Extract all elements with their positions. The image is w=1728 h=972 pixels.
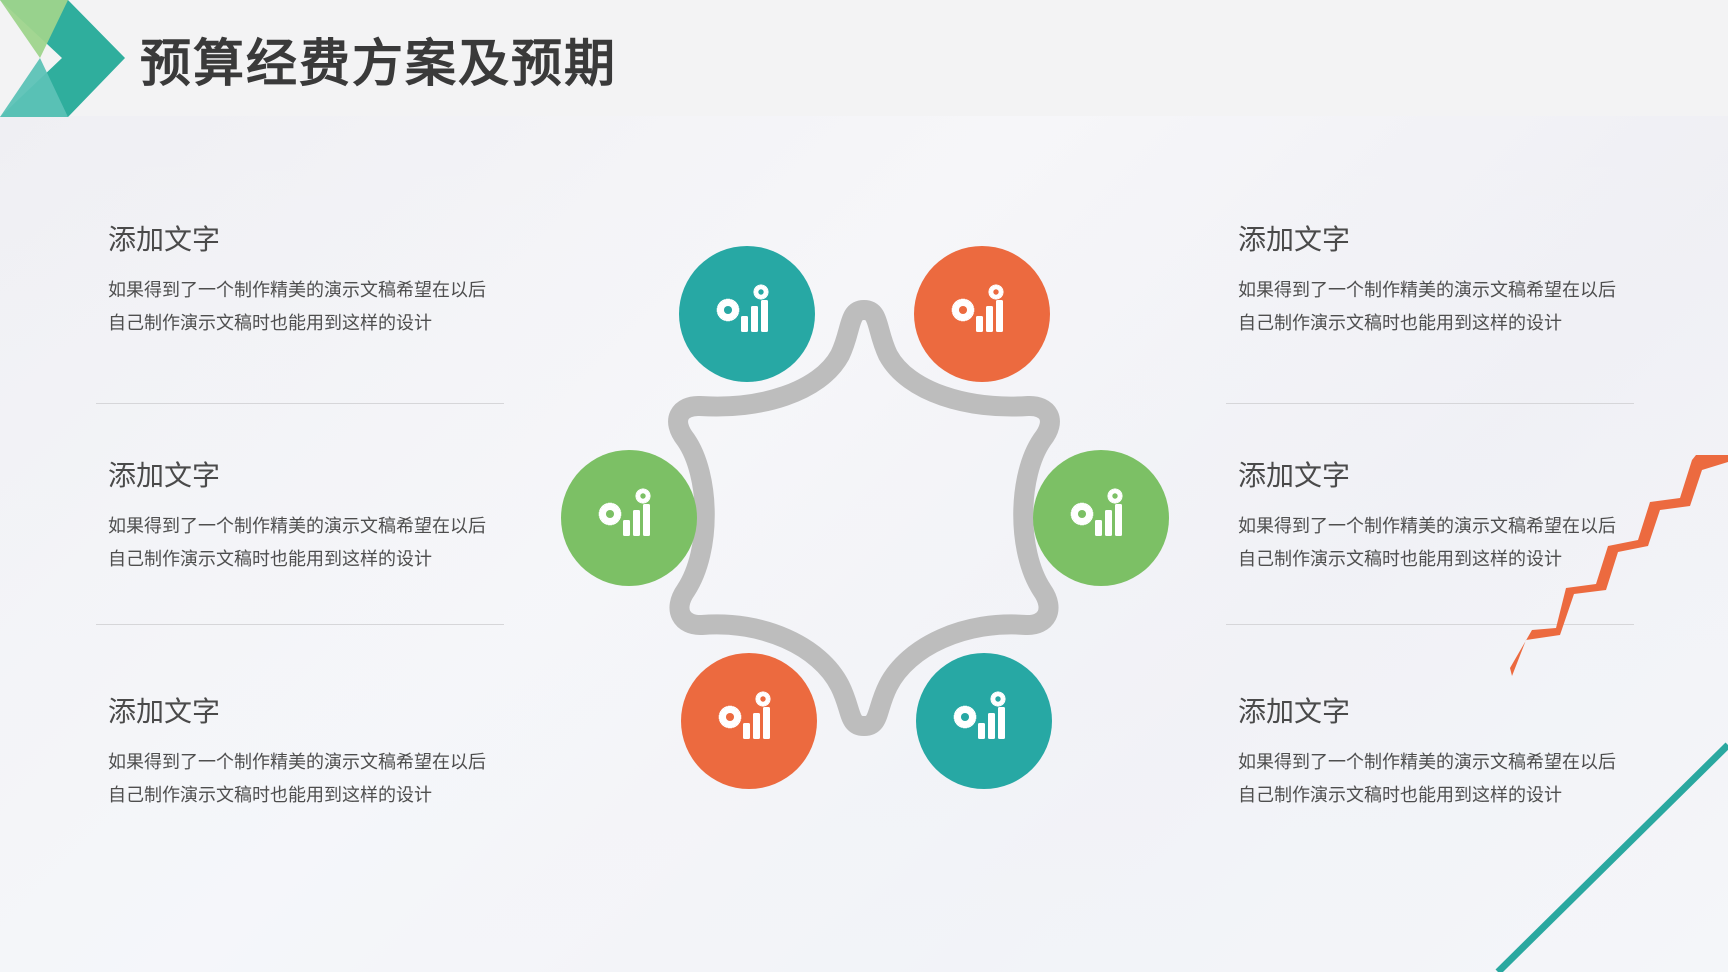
gear-chart-icon bbox=[716, 284, 769, 332]
divider-left-1 bbox=[96, 403, 504, 404]
text-block-left-3: 添加文字 如果得到了一个制作精美的演示文稿希望在以后 自己制作演示文稿时也能用到… bbox=[108, 690, 508, 812]
block-title: 添加文字 bbox=[108, 459, 221, 492]
gear-chart-icon bbox=[951, 284, 1004, 332]
gear-chart-icon bbox=[953, 691, 1006, 739]
block-title: 添加文字 bbox=[1238, 695, 1351, 728]
gear-chart-icon bbox=[1070, 488, 1123, 536]
node-circle bbox=[561, 450, 697, 586]
block-body: 如果得到了一个制作精美的演示文稿希望在以后 自己制作演示文稿时也能用到这样的设计 bbox=[108, 752, 486, 806]
block-body: 如果得到了一个制作精美的演示文稿希望在以后 自己制作演示文稿时也能用到这样的设计 bbox=[1238, 752, 1616, 806]
node-4 bbox=[1033, 450, 1169, 586]
text-block-left-1: 添加文字 如果得到了一个制作精美的演示文稿希望在以后 自己制作演示文稿时也能用到… bbox=[108, 218, 508, 340]
gear-chart-icon bbox=[598, 488, 651, 536]
divider-left-2 bbox=[96, 624, 504, 625]
orange-zigzag-ribbon bbox=[1510, 455, 1728, 676]
gear-chart-icon bbox=[718, 691, 771, 739]
header-band bbox=[0, 0, 1728, 116]
background-pattern bbox=[0, 116, 1728, 972]
page-title: 预算经费方案及预期 bbox=[140, 35, 618, 94]
node-circle bbox=[914, 246, 1050, 382]
header-logo bbox=[0, 0, 125, 117]
block-title: 添加文字 bbox=[108, 223, 221, 256]
node-3 bbox=[561, 450, 697, 586]
divider-right-1 bbox=[1226, 403, 1634, 404]
block-body: 如果得到了一个制作精美的演示文稿希望在以后 自己制作演示文稿时也能用到这样的设计 bbox=[108, 516, 486, 570]
block-title: 添加文字 bbox=[1238, 223, 1351, 256]
block-body: 如果得到了一个制作精美的演示文稿希望在以后 自己制作演示文稿时也能用到这样的设计 bbox=[108, 280, 486, 334]
node-1 bbox=[679, 246, 815, 382]
node-5 bbox=[681, 653, 817, 789]
node-circle bbox=[681, 653, 817, 789]
text-block-right-3: 添加文字 如果得到了一个制作精美的演示文稿希望在以后 自己制作演示文稿时也能用到… bbox=[1238, 690, 1638, 812]
node-circle bbox=[916, 653, 1052, 789]
node-circle bbox=[1033, 450, 1169, 586]
text-block-left-2: 添加文字 如果得到了一个制作精美的演示文稿希望在以后 自己制作演示文稿时也能用到… bbox=[108, 454, 508, 576]
block-body: 如果得到了一个制作精美的演示文稿希望在以后 自己制作演示文稿时也能用到这样的设计 bbox=[1238, 280, 1616, 334]
node-circle bbox=[679, 246, 815, 382]
node-2 bbox=[914, 246, 1050, 382]
logo-bottom-facet bbox=[0, 58, 68, 117]
teal-diagonal-line bbox=[1495, 742, 1728, 972]
divider-right-2 bbox=[1226, 624, 1634, 625]
node-6 bbox=[916, 653, 1052, 789]
block-title: 添加文字 bbox=[1238, 459, 1351, 492]
logo-top-facet bbox=[0, 0, 68, 58]
text-block-right-2: 添加文字 如果得到了一个制作精美的演示文稿希望在以后 自己制作演示文稿时也能用到… bbox=[1238, 454, 1638, 576]
block-title: 添加文字 bbox=[108, 695, 221, 728]
text-block-right-1: 添加文字 如果得到了一个制作精美的演示文稿希望在以后 自己制作演示文稿时也能用到… bbox=[1238, 218, 1638, 340]
block-body: 如果得到了一个制作精美的演示文稿希望在以后 自己制作演示文稿时也能用到这样的设计 bbox=[1238, 516, 1616, 570]
star-ring bbox=[668, 300, 1060, 736]
